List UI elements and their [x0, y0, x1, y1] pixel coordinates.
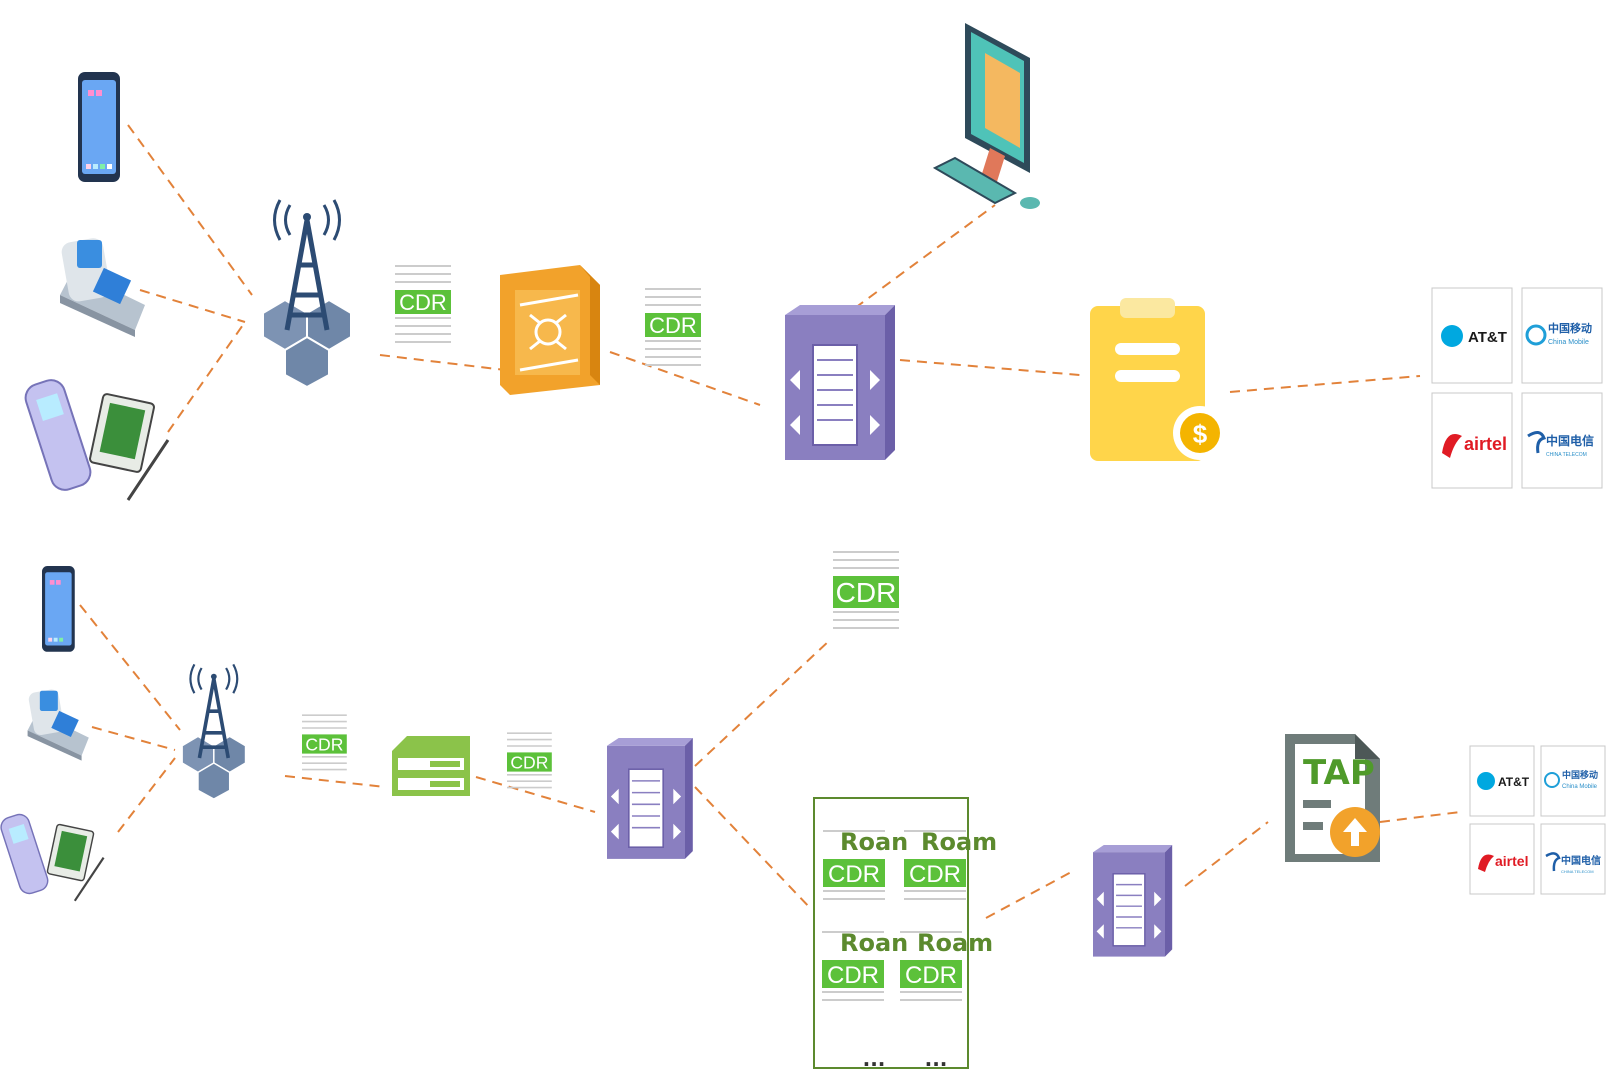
att-logo-text: AT&T: [1498, 775, 1530, 789]
china-mobile-logo-text: 中国移动: [1548, 321, 1592, 335]
ellipsis: ...: [863, 1047, 886, 1071]
operator-logos-bottom: AT&T 中国移动 China Mobile airtel 中国电信 CHINA…: [1469, 745, 1606, 895]
roam-cdr-document: CDR: [904, 830, 966, 900]
svg-text:$: $: [1193, 419, 1208, 449]
mobile-pda-icon: [0, 813, 105, 902]
cdr-label: CDR: [836, 577, 897, 608]
operator-logos-top: AT&T 中国移动 China Mobile airtel 中国电信 CHINA…: [1431, 287, 1603, 489]
smartphone-icon: [78, 72, 120, 182]
roam-label: Roam: [921, 828, 997, 856]
roam-label: Roan: [840, 929, 908, 957]
desk-phone-icon: [60, 238, 145, 337]
china-telecom-logo-subtext: CHINA TELECOM: [1561, 869, 1594, 874]
china-telecom-logo-icon: [1527, 431, 1547, 454]
roam-cdr-document: CDR: [823, 830, 885, 900]
tap-label: TAP: [1303, 753, 1375, 793]
cdr-document-5: CDR: [833, 551, 899, 629]
china-telecom-logo-icon: [1545, 852, 1561, 872]
att-logo-text: AT&T: [1468, 329, 1507, 346]
china-telecom-logo-subtext: CHINA TELECOM: [1546, 452, 1587, 458]
cdr-label: CDR: [909, 861, 961, 888]
desk-phone-icon: [27, 689, 89, 761]
computer-icon: [932, 23, 1040, 209]
airtel-logo-icon: [1478, 854, 1494, 872]
cdr-label: CDR: [399, 290, 447, 315]
billing-clipboard-icon: $: [1090, 298, 1227, 461]
china-telecom-logo-text: 中国电信: [1561, 854, 1601, 867]
cdr-label: CDR: [827, 962, 879, 989]
network-element-icon: [392, 736, 470, 796]
airtel-logo-text: airtel: [1464, 434, 1507, 454]
cell-tower-icon: [262, 199, 352, 389]
cell-tower-icon: [181, 663, 247, 800]
cdr-label: CDR: [828, 861, 880, 888]
roam-label: Roam: [917, 929, 993, 957]
china-mobile-logo-icon: [1525, 324, 1547, 346]
cdr-document-2: CDR: [645, 288, 701, 366]
smartphone-icon: [42, 566, 75, 652]
tap-file-icon: TAP: [1285, 734, 1380, 862]
att-globe-icon: [1477, 772, 1495, 790]
mediation-server-icon: [607, 738, 693, 859]
china-mobile-logo-icon: [1544, 772, 1560, 788]
tap-generator-server-icon: [1093, 845, 1173, 957]
roam-label: Roan: [840, 828, 908, 856]
ellipsis: ...: [925, 1047, 948, 1071]
cdr-label: CDR: [905, 962, 957, 989]
china-mobile-logo-subtext: China Mobile: [1562, 784, 1598, 790]
airtel-logo-text: airtel: [1495, 853, 1528, 869]
china-mobile-logo-subtext: China Mobile: [1548, 339, 1589, 346]
connection-lines: [79, 124, 1461, 919]
switch-router-icon: [500, 265, 600, 395]
airtel-logo-icon: [1442, 434, 1462, 458]
china-mobile-logo-text: 中国移动: [1562, 769, 1598, 781]
roaming-cdr-batch: Roan Roam CDR CDR Roan Roam CDR CDR ... …: [813, 797, 997, 1071]
roam-cdr-document: CDR: [900, 931, 962, 1001]
cdr-document-1: CDR: [395, 265, 451, 343]
roam-cdr-document: CDR: [822, 931, 884, 1001]
mobile-pda-icon: [24, 379, 170, 501]
mediation-server-icon: [785, 305, 895, 460]
cdr-document-4: CDR: [507, 732, 552, 789]
china-telecom-logo-text: 中国电信: [1546, 433, 1594, 448]
cdr-label: CDR: [649, 313, 697, 338]
att-globe-icon: [1441, 325, 1463, 347]
cdr-document-3: CDR: [302, 714, 347, 771]
cdr-label: CDR: [305, 734, 343, 754]
cdr-label: CDR: [510, 752, 548, 772]
